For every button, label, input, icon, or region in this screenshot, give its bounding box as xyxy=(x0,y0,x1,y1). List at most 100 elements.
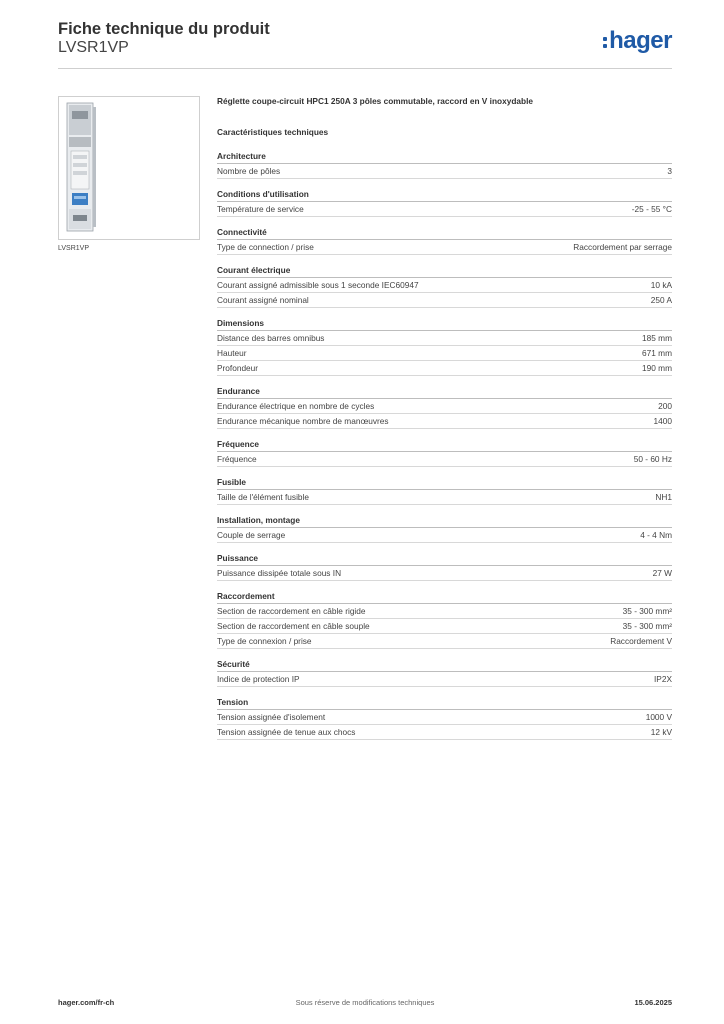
spec-row: Distance des barres omnibus 185 mm xyxy=(217,331,672,346)
spec-value: 27 W xyxy=(652,568,672,578)
hager-logo: hager xyxy=(603,26,672,56)
spec-row: Fréquence 50 - 60 Hz xyxy=(217,452,672,467)
spec-label: Tension assignée d'isolement xyxy=(217,712,326,722)
spec-label: Section de raccordement en câble rigide xyxy=(217,606,366,616)
spec-label: Indice de protection IP xyxy=(217,674,300,684)
spec-label: Courant assigné nominal xyxy=(217,295,309,305)
spec-label: Température de service xyxy=(217,204,304,214)
spec-content: Réglette coupe-circuit HPC1 250A 3 pôles… xyxy=(217,96,672,740)
spec-value: 250 A xyxy=(650,295,672,305)
spec-row: Hauteur 671 mm xyxy=(217,346,672,361)
spec-group-title: Dimensions xyxy=(217,318,672,331)
spec-row: Type de connection / prise Raccordement p… xyxy=(217,240,672,255)
spec-label: Tension assignée de tenue aux chocs xyxy=(217,727,356,737)
spec-value: 12 kV xyxy=(650,727,672,737)
spec-label: Courant assigné admissible sous 1 second… xyxy=(217,280,419,290)
header-divider xyxy=(58,68,672,69)
spec-row: Puissance dissipée totale sous IN 27 W xyxy=(217,566,672,581)
fuse-switch-product-photo xyxy=(66,102,96,232)
spec-label: Hauteur xyxy=(217,348,247,358)
spec-label: Endurance mécanique nombre de manœuvres xyxy=(217,416,389,426)
spec-group-title: Fusible xyxy=(217,477,672,490)
spec-value: 35 - 300 mm² xyxy=(622,606,672,616)
spec-label: Fréquence xyxy=(217,454,257,464)
spec-row: Taille de l'élément fusible NH1 xyxy=(217,490,672,505)
spec-value: Raccordement V xyxy=(610,636,672,646)
spec-row: Section de raccordement en câble souple 3… xyxy=(217,619,672,634)
spec-row: Courant assigné nominal 250 A xyxy=(217,293,672,308)
spec-value: 1000 V xyxy=(645,712,672,722)
spec-row: Section de raccordement en câble rigide 3… xyxy=(217,604,672,619)
spec-label: Taille de l'élément fusible xyxy=(217,492,309,502)
spec-row: Couple de serrage 4 - 4 Nm xyxy=(217,528,672,543)
spec-row: Profondeur 190 mm xyxy=(217,361,672,376)
spec-value: 35 - 300 mm² xyxy=(622,621,672,631)
spec-group-title: Sécurité xyxy=(217,659,672,672)
spec-row: Type de connexion / prise Raccordement V xyxy=(217,634,672,649)
spec-group-title: Puissance xyxy=(217,553,672,566)
spec-label: Type de connexion / prise xyxy=(217,636,312,646)
spec-row: Température de service -25 - 55 °C xyxy=(217,202,672,217)
logo-text: hager xyxy=(609,27,672,54)
product-reference: LVSR1VP xyxy=(58,39,129,56)
product-description: Réglette coupe-circuit HPC1 250A 3 pôles… xyxy=(217,96,533,106)
product-image xyxy=(58,96,200,240)
spec-value: -25 - 55 °C xyxy=(631,204,672,214)
spec-group-title: Architecture xyxy=(217,151,672,164)
spec-group-title: Installation, montage xyxy=(217,515,672,528)
spec-value: 4 - 4 Nm xyxy=(640,530,672,540)
spec-value: 185 mm xyxy=(642,333,672,343)
spec-group-title: Raccordement xyxy=(217,591,672,604)
spec-label: Couple de serrage xyxy=(217,530,286,540)
spec-label: Profondeur xyxy=(217,363,259,373)
spec-row: Tension assignée de tenue aux chocs 12 kV xyxy=(217,725,672,740)
spec-value: 10 kA xyxy=(650,280,672,290)
spec-label: Distance des barres omnibus xyxy=(217,333,325,343)
spec-label: Puissance dissipée totale sous IN xyxy=(217,568,342,578)
spec-group-title: Fréquence xyxy=(217,439,672,452)
document-title: Fiche technique du produit xyxy=(58,20,270,38)
spec-value: 3 xyxy=(667,166,672,176)
footer-website: hager.com/fr-ch xyxy=(58,998,115,1007)
spec-row: Courant assigné admissible sous 1 second… xyxy=(217,278,672,293)
spec-group-title: Tension xyxy=(217,697,672,710)
spec-value: NH1 xyxy=(655,492,672,502)
spec-value: 671 mm xyxy=(642,348,672,358)
product-image-caption: LVSR1VP xyxy=(58,245,89,252)
spec-value: Raccordement par serrage xyxy=(573,242,672,252)
spec-row: Endurance mécanique nombre de manœuvres 1… xyxy=(217,414,672,429)
spec-row: Endurance électrique en nombre de cycles… xyxy=(217,399,672,414)
spec-value: 50 - 60 Hz xyxy=(633,454,672,464)
spec-row: Nombre de pôles 3 xyxy=(217,164,672,179)
spec-group-title: Courant électrique xyxy=(217,265,672,278)
spec-value: 1400 xyxy=(653,416,672,426)
spec-label: Type de connection / prise xyxy=(217,242,314,252)
spec-group-title: Endurance xyxy=(217,386,672,399)
spec-row: Tension assignée d'isolement 1000 V xyxy=(217,710,672,725)
spec-value: 190 mm xyxy=(642,363,672,373)
footer-disclaimer: Sous réserve de modifications techniques xyxy=(295,998,435,1007)
spec-label: Section de raccordement en câble souple xyxy=(217,621,370,631)
footer-date: 15.06.2025 xyxy=(634,998,672,1007)
spec-label: Nombre de pôles xyxy=(217,166,281,176)
page-header: Fiche technique du produit LVSR1VP hager xyxy=(58,20,672,68)
logo-dots-icon xyxy=(603,36,608,48)
spec-value: 200 xyxy=(658,401,672,411)
spec-section-heading: Caractéristiques techniques xyxy=(217,127,329,137)
spec-label: Endurance électrique en nombre de cycles xyxy=(217,401,375,411)
